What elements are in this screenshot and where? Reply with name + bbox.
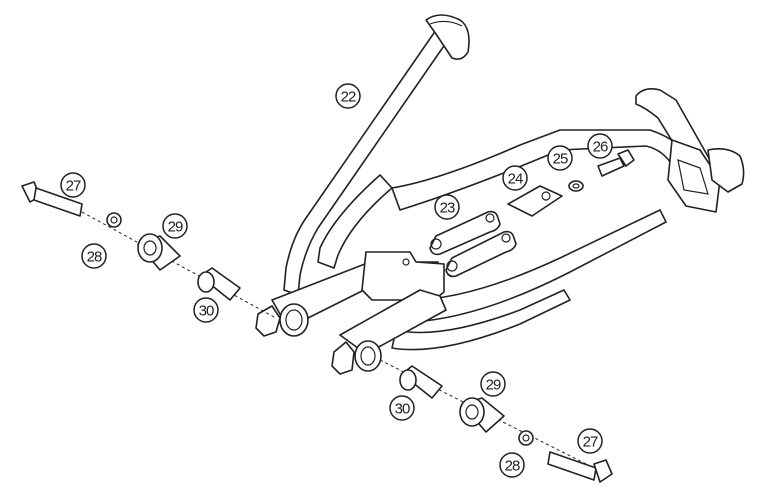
callout-label: 29 <box>168 219 183 236</box>
callout-26: 26 <box>587 133 613 159</box>
washer-25 <box>568 180 584 192</box>
callout-label: 28 <box>87 249 102 266</box>
callout-circle <box>335 83 361 109</box>
callout-label: 28 <box>505 458 520 475</box>
spring-bracket <box>507 185 563 217</box>
callout-24: 24 <box>502 165 528 191</box>
callout-circle <box>577 428 603 454</box>
callout-circle <box>499 452 525 478</box>
callout-label: 26 <box>593 139 608 156</box>
callout-circle <box>480 371 506 397</box>
callout-27: 27 <box>60 172 86 198</box>
callout-30: 30 <box>193 297 219 323</box>
callout-27: 27 <box>577 428 603 454</box>
callout-label: 23 <box>440 200 455 217</box>
right-hardware <box>379 359 613 483</box>
left-hardware <box>21 181 277 319</box>
callout-circle <box>81 243 107 269</box>
callout-label: 25 <box>553 151 568 168</box>
callout-23: 23 <box>434 194 460 220</box>
bolt-26 <box>597 149 635 177</box>
callout-label: 24 <box>508 171 523 188</box>
callout-28: 28 <box>499 452 525 478</box>
callout-label: 29 <box>486 377 501 394</box>
callout-29: 29 <box>162 213 188 239</box>
callout-circle <box>502 165 528 191</box>
callout-circle <box>547 145 573 171</box>
callout-circle <box>193 297 219 323</box>
callout-29: 29 <box>480 371 506 397</box>
callout-circle <box>162 213 188 239</box>
callout-circle <box>60 172 86 198</box>
callout-circle <box>389 395 415 421</box>
callout-circle <box>434 194 460 220</box>
callout-label: 22 <box>341 89 356 106</box>
center-stand-frame <box>255 14 745 375</box>
callout-22: 22 <box>335 83 361 109</box>
callout-30: 30 <box>389 395 415 421</box>
callout-28: 28 <box>81 243 107 269</box>
springs <box>429 210 517 278</box>
callout-circle <box>587 133 613 159</box>
callout-label: 27 <box>583 434 598 451</box>
callout-25: 25 <box>547 145 573 171</box>
callout-label: 27 <box>66 178 81 195</box>
callout-label: 30 <box>395 401 410 418</box>
callout-label: 30 <box>199 303 214 320</box>
callouts: 22 23 24 25 26 27 28 29 30 30 29 28 27 <box>60 83 613 478</box>
